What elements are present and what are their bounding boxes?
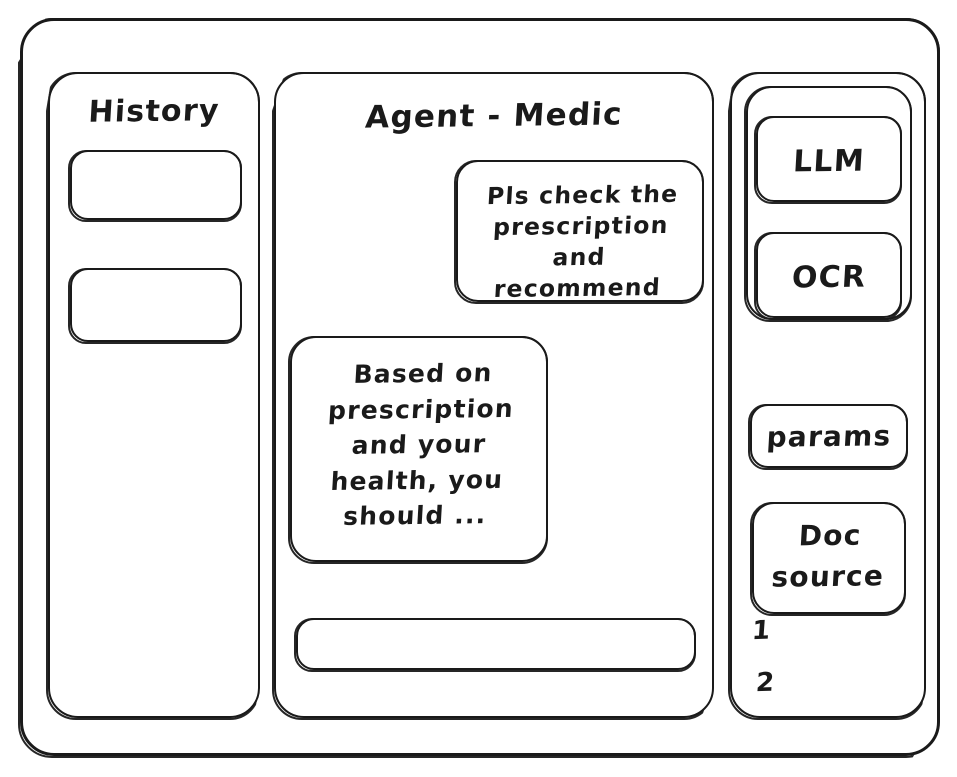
user-message-bubble: Pls check the prescription and recommend xyxy=(456,160,704,303)
assistant-message-text: Based on prescription and your health, y… xyxy=(327,358,515,531)
user-message-text: Pls check the prescription and recommend xyxy=(486,179,680,304)
tool-button-ocr[interactable]: OCR xyxy=(756,232,902,318)
tool-button-llm-label: LLM xyxy=(792,143,866,180)
tool-button-params-label: params xyxy=(765,419,893,454)
tool-button-llm[interactable]: LLM xyxy=(756,116,902,202)
doc-source-list-item[interactable]: 1 xyxy=(750,615,772,647)
doc-source-list-item[interactable]: 2 xyxy=(754,667,776,699)
tool-button-ocr-label: OCR xyxy=(790,259,868,296)
message-input[interactable] xyxy=(296,618,696,670)
assistant-message-bubble: Based on prescription and your health, y… xyxy=(290,336,548,562)
history-list-item[interactable] xyxy=(70,268,242,342)
tool-button-doc-source-label: Doc source xyxy=(770,518,886,594)
tool-button-doc-source[interactable]: Doc source xyxy=(752,502,906,614)
history-list-item[interactable] xyxy=(70,150,242,220)
agent-title: Agent - Medic xyxy=(364,96,624,136)
tool-button-params[interactable]: params xyxy=(750,404,908,468)
history-panel-title: History xyxy=(87,93,221,130)
